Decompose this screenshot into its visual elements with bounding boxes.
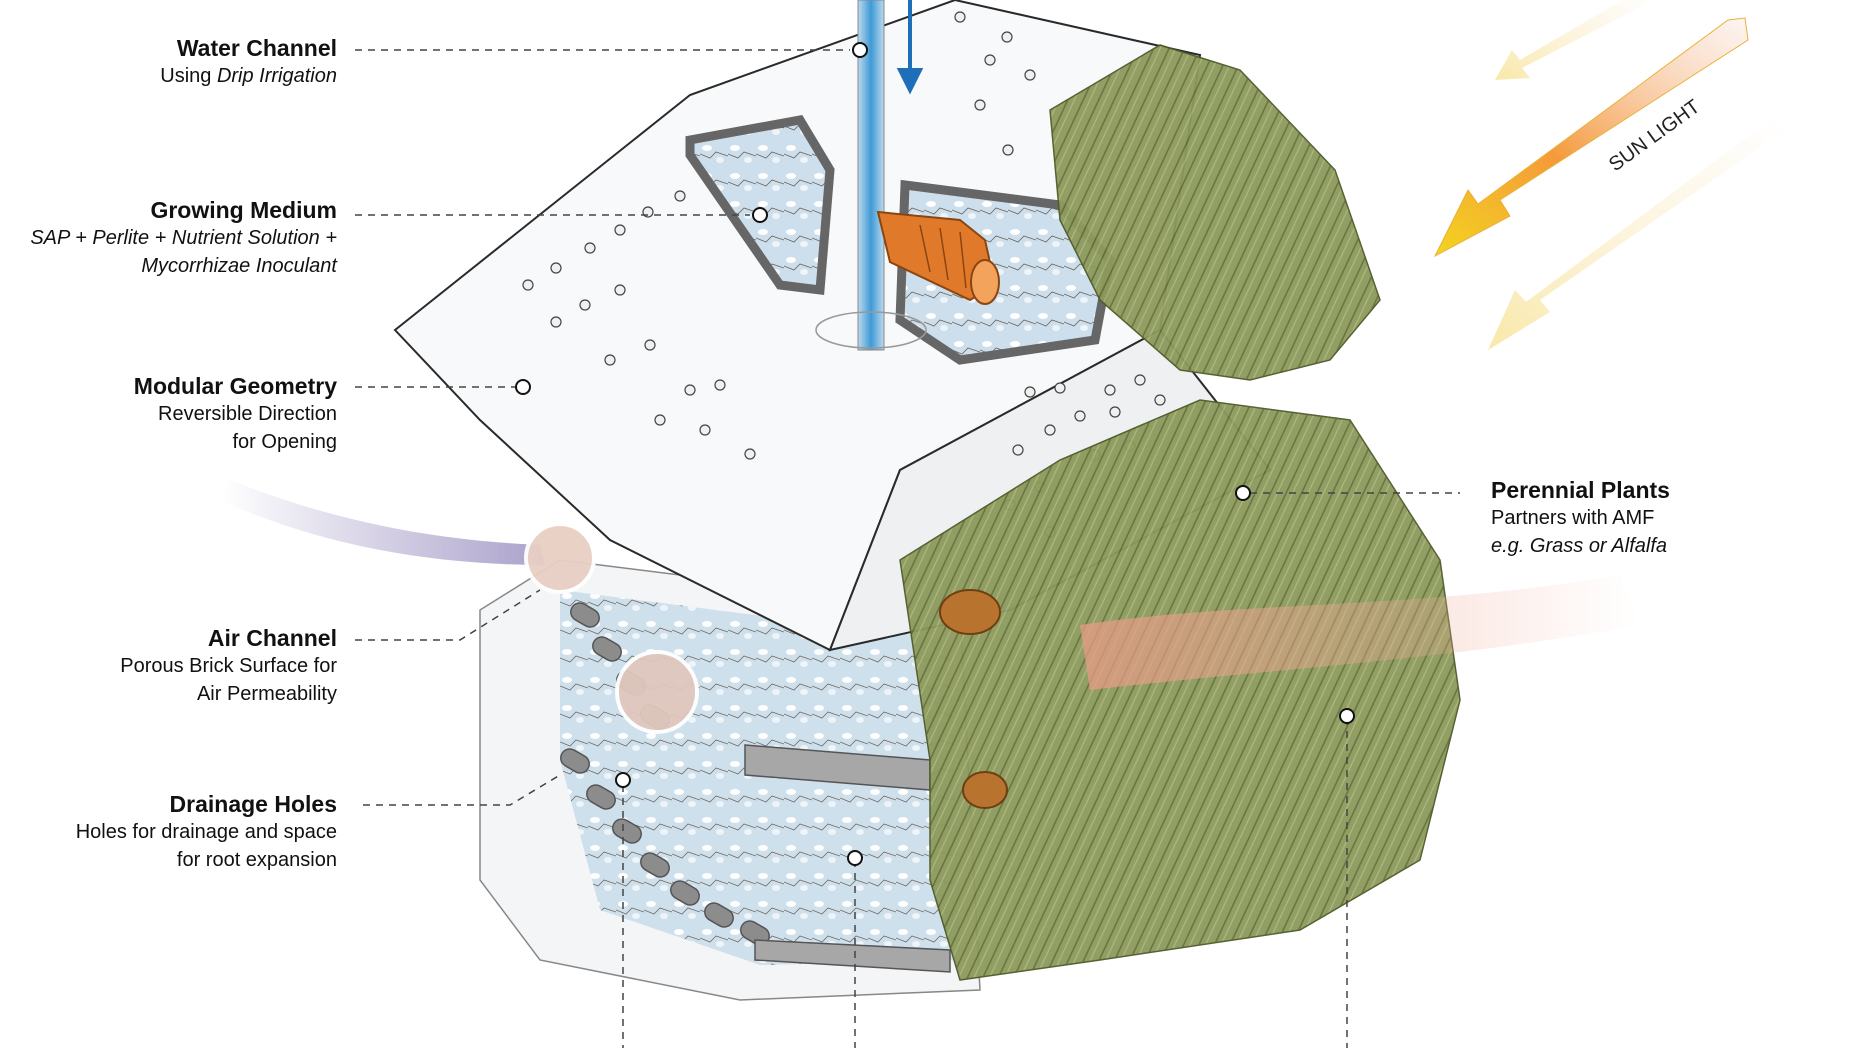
modular-geometry-title: Modular Geometry: [133, 373, 337, 399]
water-channel-desc-italic: Drip Irrigation: [216, 65, 337, 87]
perennial-plants-label: Perennial Plants Partners with AMF e.g. …: [1491, 476, 1670, 560]
water-channel: [815, 0, 1000, 351]
water-channel-desc-plain: Using: [160, 65, 217, 87]
medium-pocket-left: [685, 115, 835, 296]
marker-modular: [515, 379, 531, 395]
marker-plants: [1235, 485, 1251, 501]
modular-geometry-label: Modular Geometry Reversible Direction fo…: [134, 372, 337, 456]
drainage-holes-label: Drainage Holes Holes for drainage and sp…: [76, 790, 337, 874]
root-ball-upper: [939, 589, 1001, 635]
drainage-holes-line1: Holes for drainage and space: [75, 821, 337, 843]
leader-air: [355, 589, 541, 641]
perennial-plants-line1: Partners with AMF: [1491, 507, 1655, 529]
drainage-holes-title: Drainage Holes: [169, 791, 337, 817]
marker-water: [852, 42, 868, 58]
growing-medium-title: Growing Medium: [150, 197, 337, 223]
sun-arrow-faint-bottom: [1488, 120, 1785, 350]
perennial-plants-line2: e.g. Grass or Alfalfa: [1491, 535, 1667, 557]
leader-lines: [355, 49, 1460, 1048]
drainage-holes-line2: for root expansion: [176, 849, 337, 871]
root-ball-lower: [962, 771, 1008, 809]
growing-medium-line1: SAP + Perlite + Nutrient Solution +: [30, 227, 337, 249]
perennial-plants: [899, 44, 1461, 981]
sun-arrow-faint-top: [1495, 0, 1650, 80]
water-channel-label: Water Channel Using Drip Irrigation: [160, 34, 337, 90]
drainage-detail-circle: [615, 650, 699, 734]
water-channel-title: Water Channel: [176, 35, 337, 61]
marker-drainage: [615, 772, 631, 788]
perennial-plants-title: Perennial Plants: [1491, 477, 1670, 503]
water-flow-arrow: [896, 0, 924, 95]
growing-medium-line2: Mycorrhizae Inoculant: [141, 255, 337, 277]
drip-valve: [876, 210, 1000, 305]
brick-rows: [560, 602, 951, 973]
water-pipe: [857, 0, 885, 351]
modular-geometry-line1: Reversible Direction: [158, 403, 337, 425]
grass-mass-top: [1049, 44, 1381, 381]
leader-drainage: [363, 774, 561, 806]
air-channel-line2: Air Permeability: [196, 683, 337, 705]
pipe-base: [815, 311, 927, 349]
growing-medium-label: Growing Medium SAP + Perlite + Nutrient …: [30, 196, 337, 280]
marker-medium-lower: [847, 850, 863, 866]
label-markers: [515, 42, 1355, 866]
root-stream: [1080, 575, 1640, 690]
grass-mass-bottom: [899, 399, 1461, 981]
marker-plants-lower: [1339, 708, 1355, 724]
air-channel-line1: Porous Brick Surface for: [120, 655, 337, 677]
air-channel-label: Air Channel Porous Brick Surface for Air…: [120, 624, 337, 708]
sun-arrow-main: [1433, 17, 1749, 258]
air-channel-detail-circle: [524, 522, 596, 594]
modular-geometry-line2: for Opening: [232, 431, 337, 453]
marker-growing: [752, 207, 768, 223]
water-channel-desc: Using Drip Irrigation: [160, 62, 337, 90]
surface-perforations: [522, 11, 1166, 538]
air-flow-stream: [220, 480, 545, 565]
air-channel-title: Air Channel: [207, 625, 337, 651]
sunlight-arrows: SUN LIGHT: [1433, 0, 1785, 350]
